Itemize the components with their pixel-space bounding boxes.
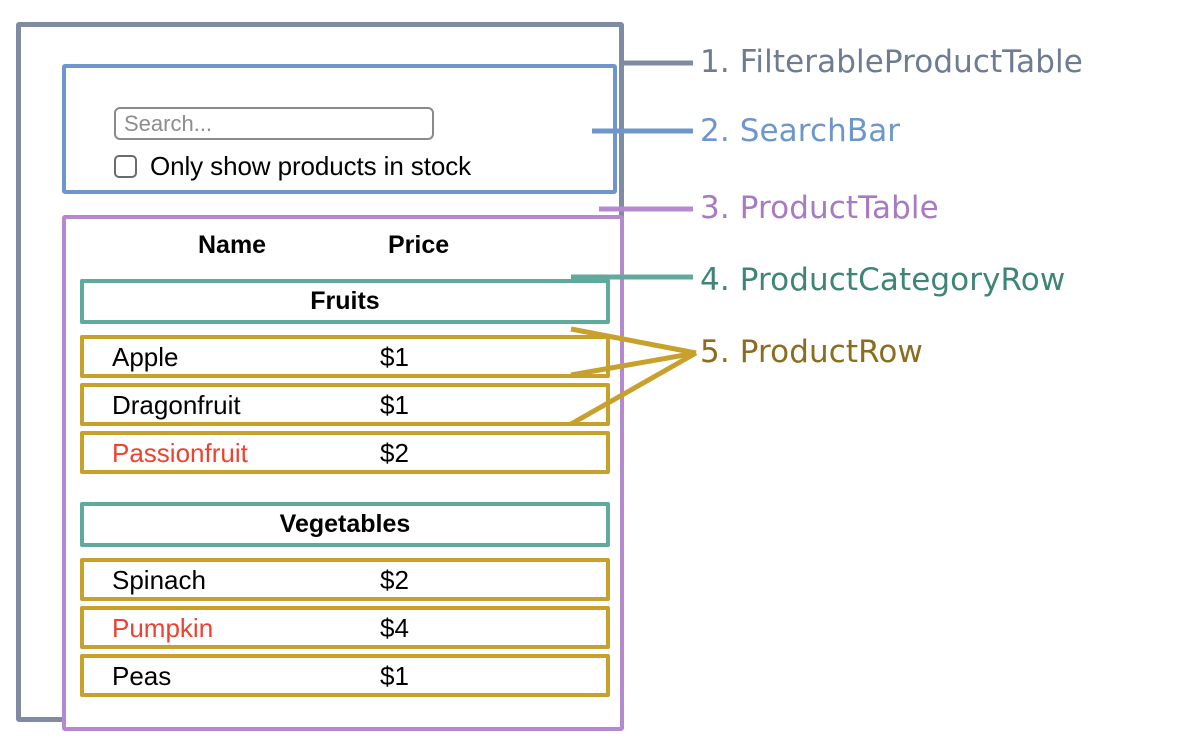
product-price: $2 [380, 437, 409, 468]
product-category-row: Fruits [80, 279, 610, 324]
annotation-label-product-table: 3. ProductTable [700, 190, 939, 226]
product-price: $2 [380, 564, 409, 595]
product-name: Apple [112, 341, 179, 372]
filterable-product-table-box: Only show products in stock Name Price F… [16, 22, 624, 731]
product-row: Dragonfruit $1 [80, 383, 610, 426]
group-spacer [80, 479, 610, 502]
product-category-row: Vegetables [80, 502, 610, 547]
product-name: Peas [112, 660, 172, 691]
product-price: $1 [380, 389, 409, 420]
annotation-label-product-row: 5. ProductRow [700, 334, 923, 370]
product-name: Passionfruit [112, 437, 248, 468]
annotation-label-search-bar: 2. SearchBar [700, 113, 901, 149]
category-label: Fruits [310, 287, 380, 315]
product-row: Apple $1 [80, 335, 610, 378]
product-row: Peas $1 [80, 654, 610, 697]
search-input[interactable] [114, 107, 434, 140]
annotation-label-filterable-product-table: 1. FilterableProductTable [700, 44, 1083, 80]
product-table-header: Name Price [66, 231, 620, 267]
product-row: Spinach $2 [80, 558, 610, 601]
in-stock-filter-label: Only show products in stock [150, 151, 471, 181]
product-price: $1 [380, 660, 409, 691]
product-price: $1 [380, 341, 409, 372]
product-name: Dragonfruit [112, 389, 241, 420]
search-bar-box: Only show products in stock [62, 64, 617, 194]
in-stock-filter-row[interactable]: Only show products in stock [114, 151, 471, 182]
product-price: $4 [380, 612, 409, 643]
column-header-name: Name [198, 231, 267, 259]
product-table-body: Fruits Apple $1 Dragonfruit $1 Passionfr… [80, 279, 610, 702]
product-row: Passionfruit $2 [80, 431, 610, 474]
product-table-box: Name Price Fruits Apple $1 Dragonfruit $… [62, 215, 624, 731]
annotation-label-product-category-row: 4. ProductCategoryRow [700, 262, 1066, 298]
checkbox-unchecked-icon[interactable] [114, 155, 137, 178]
column-header-price: Price [388, 231, 450, 259]
category-label: Vegetables [279, 510, 411, 538]
product-row: Pumpkin $4 [80, 606, 610, 649]
product-name: Pumpkin [112, 612, 214, 643]
product-name: Spinach [112, 564, 206, 595]
